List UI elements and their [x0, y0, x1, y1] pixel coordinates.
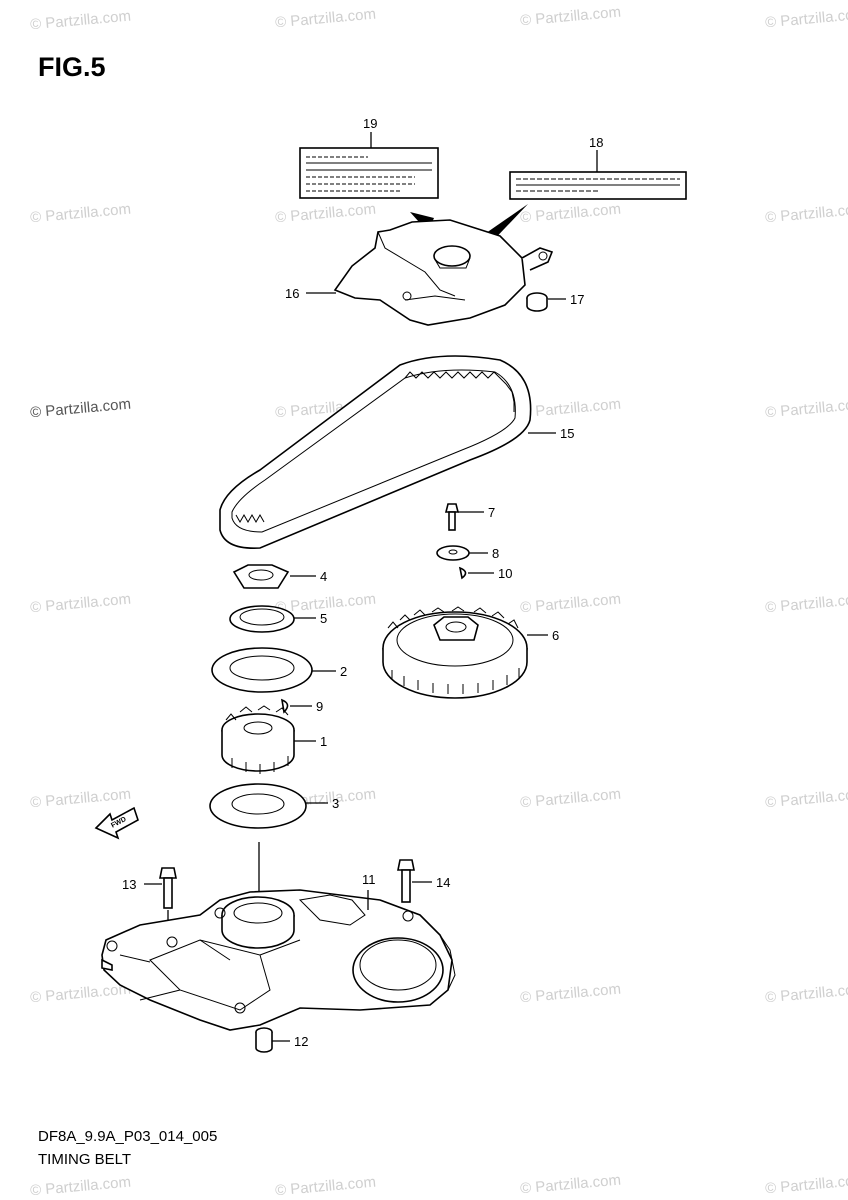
part-6-camshaft-pulley: [382, 606, 528, 699]
part-10-key: [458, 566, 467, 580]
fwd-arrow-icon: FWD: [94, 806, 139, 840]
callout-12: 12: [294, 1034, 308, 1049]
callout-5: 5: [320, 611, 327, 626]
part-label-18-decal: [509, 171, 687, 200]
callout-1: 1: [320, 734, 327, 749]
callout-14: 14: [436, 875, 450, 890]
callout-15: 15: [560, 426, 574, 441]
part-4-nut: [232, 564, 290, 589]
callout-2: 2: [340, 664, 347, 679]
part-12-dowel-pin: [255, 1027, 273, 1053]
part-14-bolt: [397, 859, 415, 903]
part-17-grommet: [526, 292, 548, 312]
part-13-bolt: [159, 867, 177, 909]
part-5-lock-washer: [229, 605, 295, 633]
part-16-timing-belt-cover: [333, 219, 554, 326]
callout-6: 6: [552, 628, 559, 643]
part-11-oil-pump-housing: [101, 889, 456, 1031]
callout-3: 3: [332, 796, 339, 811]
callout-13: 13: [122, 877, 136, 892]
part-7-bolt: [444, 503, 460, 531]
callout-18: 18: [589, 135, 603, 150]
callout-19: 19: [363, 116, 377, 131]
part-9-key: [280, 698, 289, 714]
part-3-plate: [209, 783, 307, 829]
callout-16: 16: [285, 286, 299, 301]
callout-4: 4: [320, 569, 327, 584]
callout-10: 10: [498, 566, 512, 581]
callout-11: 11: [362, 872, 376, 887]
diagram-name: TIMING BELT: [38, 1151, 132, 1168]
part-1-crankshaft-pulley: [221, 705, 295, 774]
callout-8: 8: [492, 546, 499, 561]
part-label-19-decal: [299, 147, 439, 199]
callout-17: 17: [570, 292, 584, 307]
callout-7: 7: [488, 505, 495, 520]
diagram-code: DF8A_9.9A_P03_014_005: [38, 1128, 218, 1145]
callout-9: 9: [316, 699, 323, 714]
figure-title: FIG.5: [38, 52, 106, 82]
part-2-plate: [211, 647, 313, 693]
part-15-timing-belt: [219, 355, 532, 549]
part-8-washer: [436, 545, 470, 561]
